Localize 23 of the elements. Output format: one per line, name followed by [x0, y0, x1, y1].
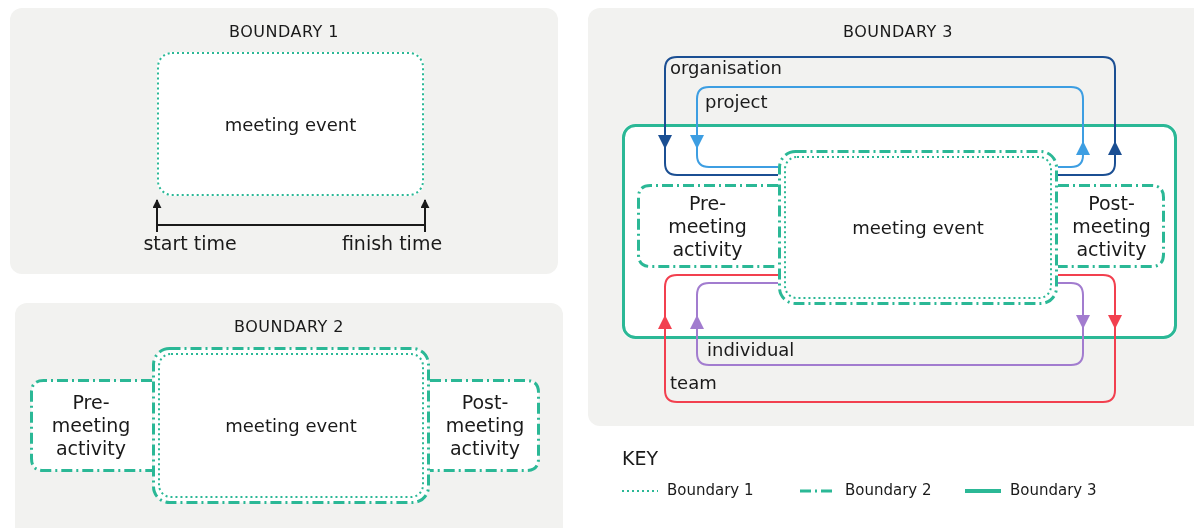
legend-label: Boundary 3 [1010, 481, 1097, 499]
panel [15, 303, 563, 528]
panel [588, 8, 1194, 426]
panel [10, 8, 558, 274]
event-box: meeting event [157, 52, 424, 196]
activity-box: Post-meeting activity [1058, 184, 1165, 268]
time-label: start time [130, 230, 250, 256]
panel-heading: BOUNDARY 3 [841, 22, 955, 41]
panel-heading: BOUNDARY 1 [227, 22, 341, 41]
panel-heading: BOUNDARY 2 [232, 317, 346, 336]
edge-label: organisation [670, 57, 782, 78]
edge-label: team [670, 372, 717, 393]
time-label: finish time [333, 230, 451, 256]
activity-box: Post-meeting activity [430, 379, 540, 472]
edge-label: project [705, 91, 768, 112]
legend-label: Boundary 1 [667, 481, 754, 499]
activity-box: Pre-meeting activity [637, 184, 778, 268]
edge-label: individual [707, 339, 795, 360]
timeline [156, 224, 426, 226]
key-heading: KEY [622, 447, 659, 469]
activity-box: Pre-meeting activity [30, 379, 152, 472]
legend-label: Boundary 2 [845, 481, 932, 499]
boundary-frame [622, 124, 1177, 339]
